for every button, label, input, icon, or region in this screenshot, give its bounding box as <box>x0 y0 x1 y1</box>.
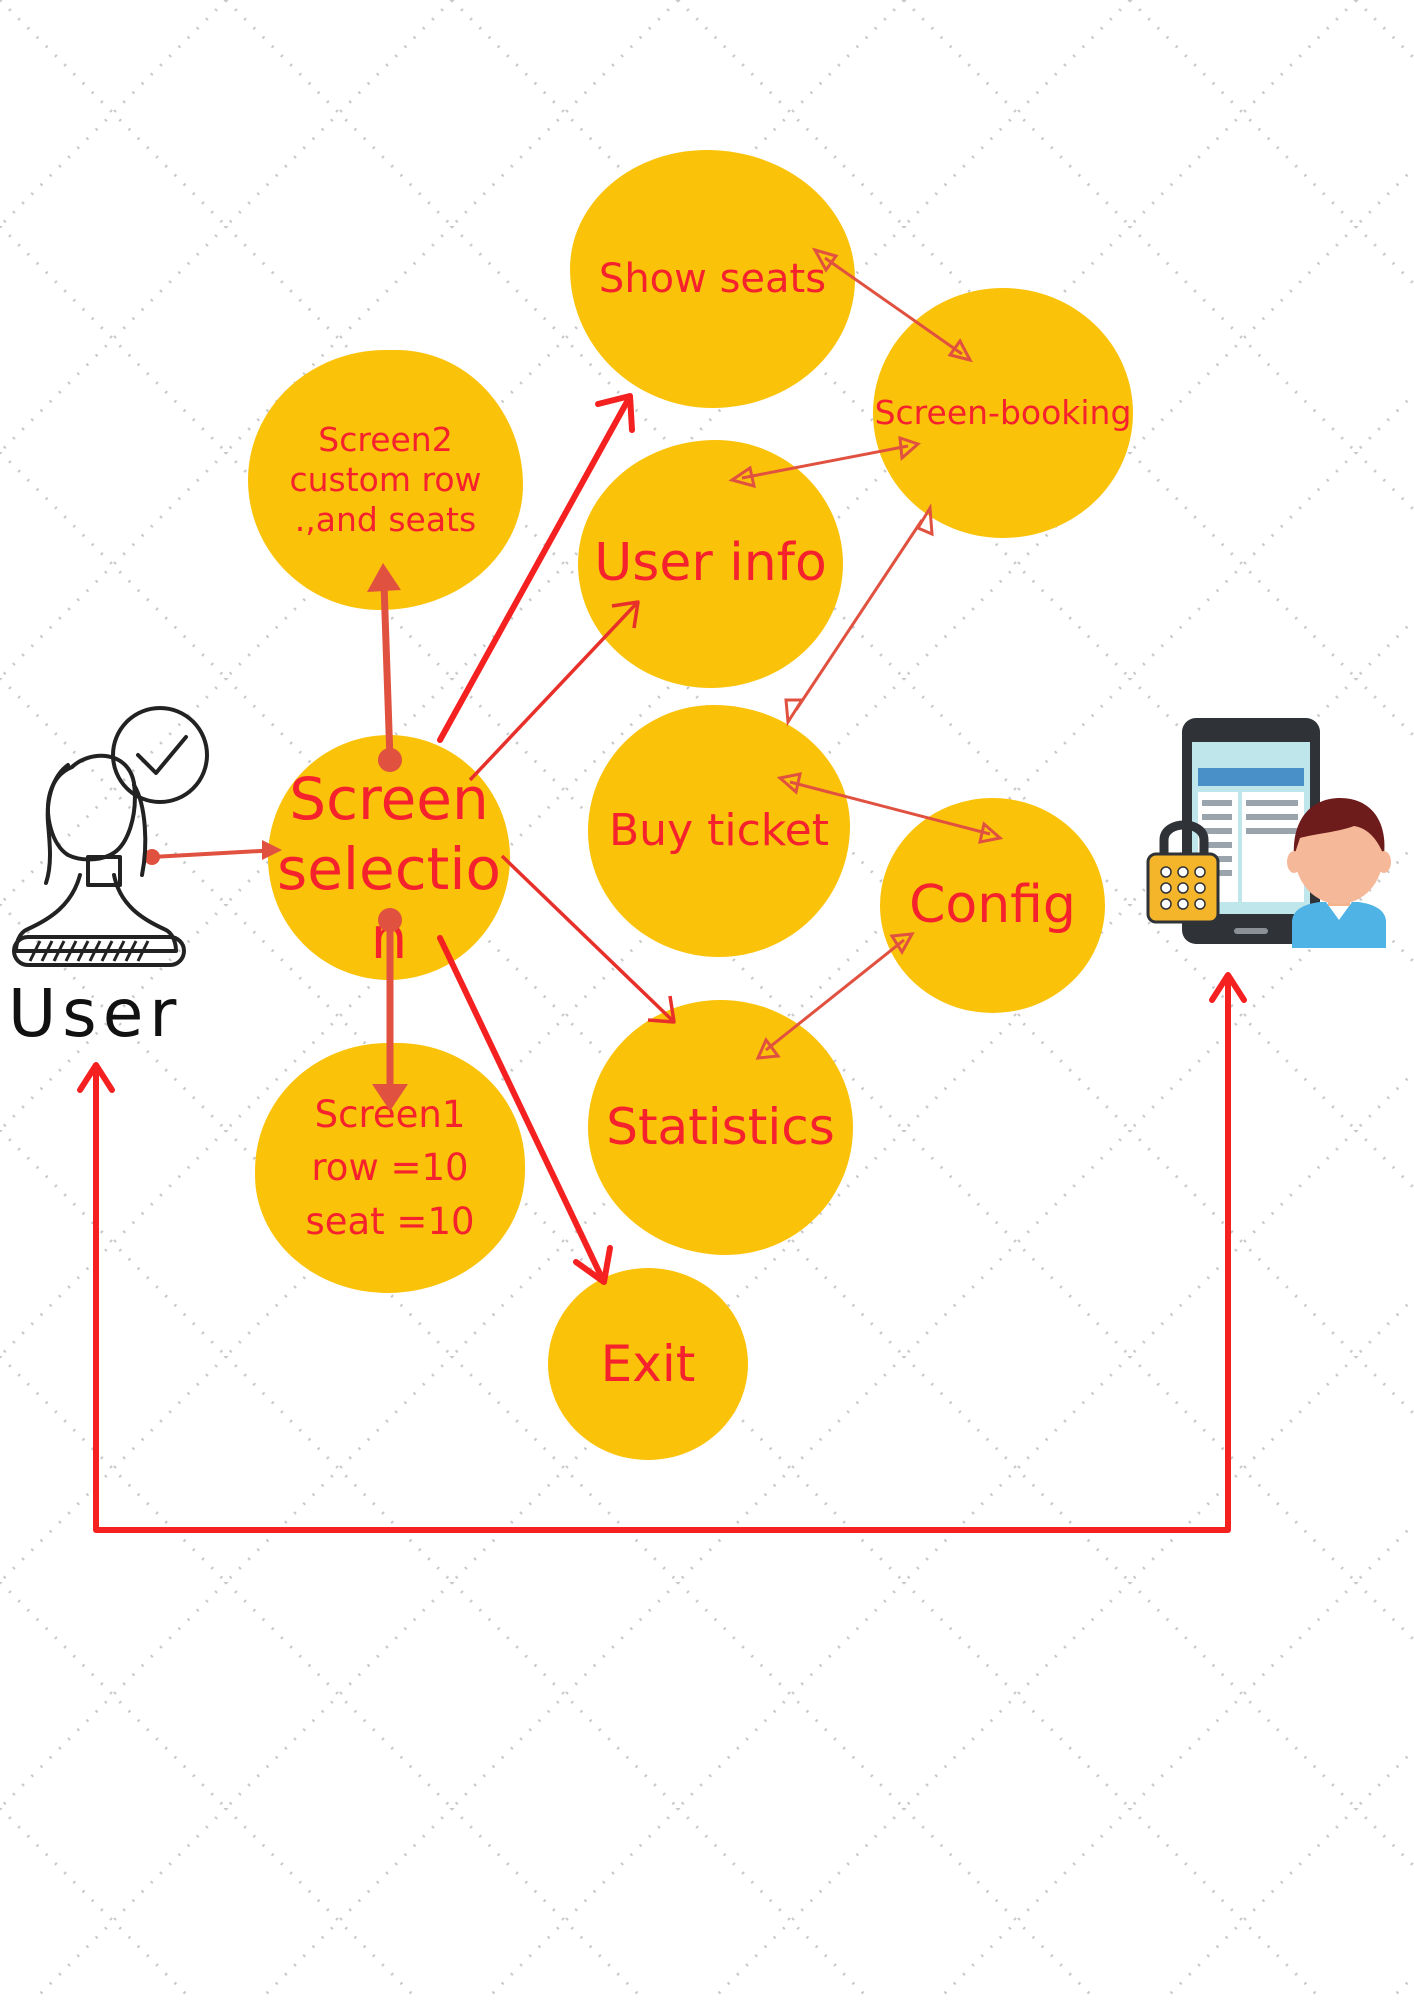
screen-booking-label: Screen-booking <box>874 392 1132 432</box>
screen2-line1: Screen2 <box>318 419 453 459</box>
screen2-line2: custom row <box>289 459 482 499</box>
node-statistics: Statistics <box>588 1000 853 1255</box>
node-exit: Exit <box>548 1268 748 1460</box>
node-buy-ticket: Buy ticket <box>588 705 850 957</box>
show-seats-label: Show seats <box>598 255 827 302</box>
node-screen1: Screen1 row =10 seat =10 <box>255 1043 525 1293</box>
node-user-info: User info <box>578 440 843 688</box>
user-check-icon <box>12 706 209 967</box>
exit-label: Exit <box>600 1334 696 1393</box>
buy-ticket-label: Buy ticket <box>609 805 829 857</box>
screen-selection-line1: Screen <box>289 765 489 833</box>
node-show-seats: Show seats <box>570 150 855 408</box>
node-screen-booking: Screen-booking <box>873 288 1133 538</box>
screen2-line3: .,and seats <box>294 500 477 540</box>
screen-selection-line2: selectio <box>277 834 501 903</box>
node-screen2: Screen2 custom row .,and seats <box>248 350 523 610</box>
screen-selection-line3: n <box>370 904 408 973</box>
user-label: User <box>8 975 183 1052</box>
screen1-line2: row =10 <box>311 1146 469 1190</box>
statistics-label: Statistics <box>606 1098 835 1156</box>
node-screen-selection: Screen selectio n <box>268 735 510 980</box>
node-config: Config <box>880 798 1105 1013</box>
user-info-label: User info <box>594 533 827 594</box>
admin-phone-lock-icon <box>1146 718 1391 948</box>
config-label: Config <box>909 874 1076 935</box>
screen1-line1: Screen1 <box>314 1092 466 1136</box>
screen1-line3: seat =10 <box>305 1199 475 1243</box>
